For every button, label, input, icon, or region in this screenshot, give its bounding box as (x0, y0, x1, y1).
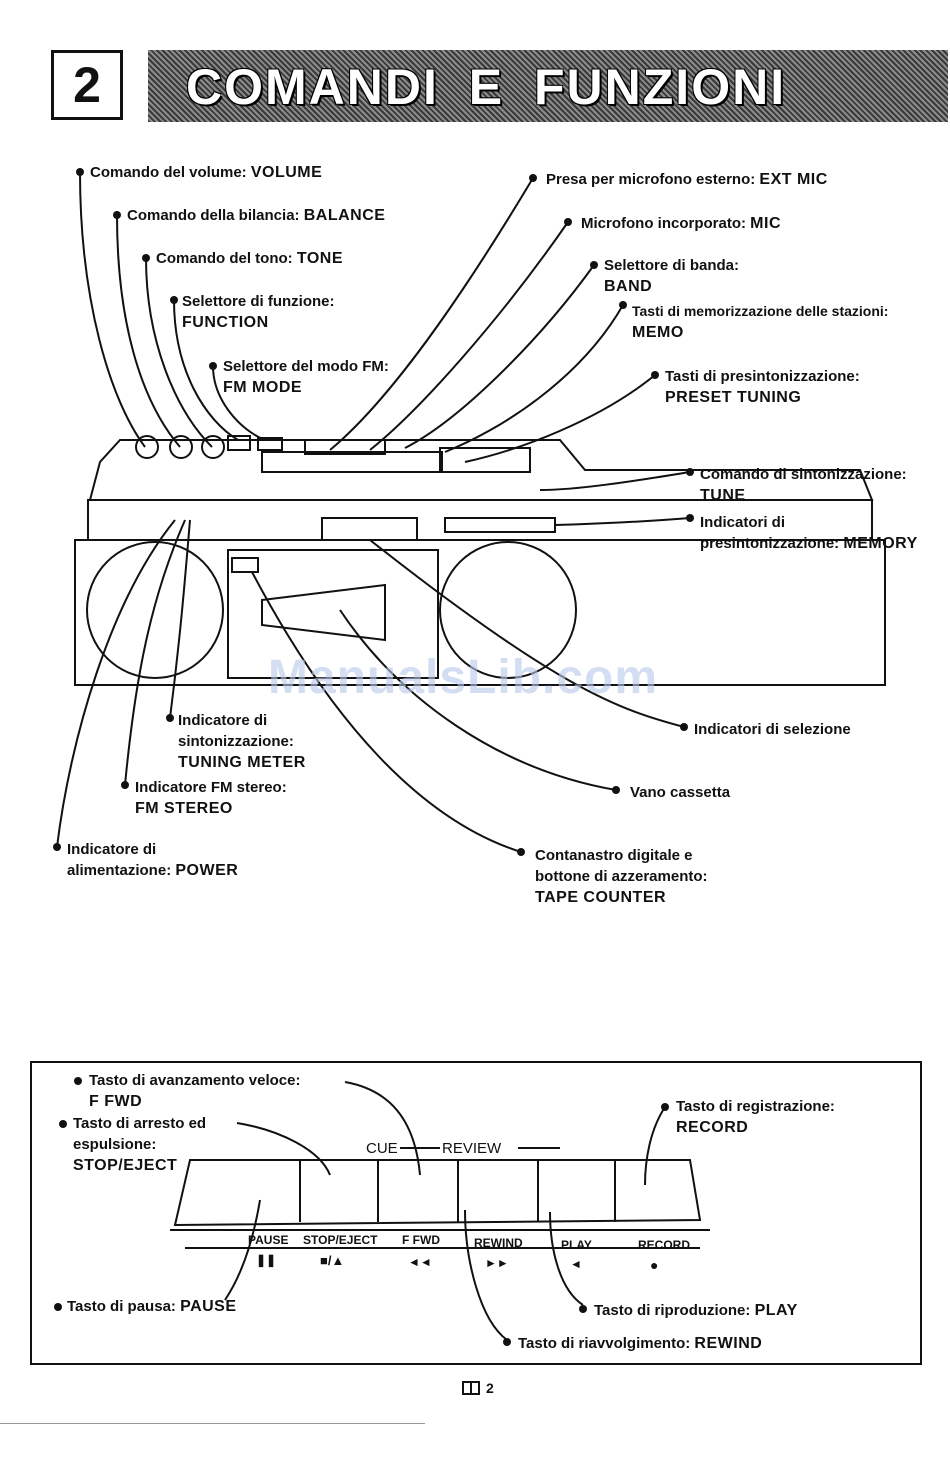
marker-dot (209, 362, 217, 370)
label-function: Selettore di funzione: FUNCTION (182, 293, 335, 331)
marker-dot (170, 296, 178, 304)
marker-dot (680, 723, 688, 731)
label-tone: Comando del tono: TONE (156, 250, 343, 267)
marker-dot (579, 1305, 587, 1313)
marker-dot (590, 261, 598, 269)
marker-dot (564, 218, 572, 226)
label-mic: Microfono incorporato: MIC (581, 215, 781, 232)
label-rewind: Tasto di riavvolgimento: REWIND (518, 1335, 763, 1352)
label-preset-tuning: Tasti di presintonizzazione: PRESET TUNI… (665, 368, 860, 406)
label-pause: Tasto di pausa: PAUSE (67, 1298, 237, 1315)
marker-dot (686, 468, 694, 476)
key-label-play: PLAY (561, 1238, 592, 1252)
marker-dot (661, 1103, 669, 1111)
label-volume: Comando del volume: VOLUME (90, 164, 323, 181)
section-number: 2 (51, 50, 123, 120)
label-tune: Comando di sintonizzazione: TUNE (700, 466, 907, 504)
marker-dot (59, 1120, 67, 1128)
label-record: Tasto di registrazione: RECORD (676, 1098, 835, 1136)
pause-icon: ❚❚ (256, 1253, 277, 1267)
marker-dot (76, 168, 84, 176)
marker-dot (612, 786, 620, 794)
cue-label: CUE (366, 1140, 398, 1157)
label-fm-mode: Selettore del modo FM: FM MODE (223, 358, 389, 396)
divider (0, 1423, 425, 1424)
marker-dot (503, 1338, 511, 1346)
label-tuning-meter: Indicatore di sintonizzazione: TUNING ME… (178, 712, 306, 771)
label-balance: Comando della bilancia: BALANCE (127, 207, 386, 224)
marker-dot (651, 371, 659, 379)
label-tape-counter: Contanastro digitale e bottone di azzera… (535, 847, 708, 906)
radio-main-body (74, 539, 886, 686)
marker-dot (121, 781, 129, 789)
key-label-record: RECORD (638, 1238, 691, 1252)
cassette-window (261, 583, 386, 642)
keys-panel-frame (30, 1061, 922, 1365)
left-speaker (86, 541, 224, 679)
page-number: 2 (462, 1380, 494, 1396)
key-label-pause: PAUSE (248, 1233, 289, 1247)
label-ffwd: Tasto di avanzamento veloce: F FWD (89, 1072, 301, 1110)
fm-mode-switch (257, 437, 283, 451)
label-ext-mic: Presa per microfono esterno: EXT MIC (546, 171, 828, 188)
marker-dot (686, 514, 694, 522)
watermark: ManualsLib.com (268, 651, 659, 704)
label-band: Selettore di banda: BAND (604, 257, 740, 295)
tape-counter (231, 557, 259, 573)
marker-dot (53, 843, 61, 851)
keys-drawing (170, 1081, 710, 1341)
marker-dot (113, 211, 121, 219)
key-label-stop-eject: STOP/EJECT (303, 1233, 378, 1247)
label-cassette: Vano cassetta (630, 784, 731, 801)
cassette-compartment (227, 549, 439, 679)
play-icon: ◄ (570, 1257, 582, 1271)
marker-dot (529, 174, 537, 182)
label-power: Indicatore di alimentazione: POWER (67, 841, 239, 879)
marker-dot (517, 848, 525, 856)
record-icon: ● (650, 1257, 659, 1273)
right-speaker (439, 541, 577, 679)
tone-knob (201, 435, 225, 459)
label-memory: Indicatori di presintonizzazione: MEMORY (700, 514, 918, 552)
selection-indicators (321, 517, 418, 541)
tuning-display (439, 447, 531, 473)
memory-indicators (444, 517, 556, 533)
marker-dot (619, 301, 627, 309)
label-fm-stereo: Indicatore FM stereo: FM STEREO (135, 779, 287, 817)
marker-dot (166, 714, 174, 722)
book-icon (462, 1381, 480, 1395)
volume-knob (135, 435, 159, 459)
fast-forward-icon: ◄◄ (408, 1255, 432, 1269)
balance-knob (169, 435, 193, 459)
marker-dot (74, 1077, 82, 1085)
function-switch (227, 435, 251, 451)
key-label-ffwd: F FWD (402, 1233, 440, 1247)
top-keys (261, 451, 443, 473)
marker-dot (54, 1303, 62, 1311)
label-stop-eject: Tasto di arresto ed espulsione: STOP/EJE… (73, 1115, 207, 1174)
marker-dot (142, 254, 150, 262)
page-title: COMANDI E FUNZIONI (186, 59, 787, 115)
stop-eject-icon: ■/▲ (320, 1253, 345, 1268)
label-play: Tasto di riproduzione: PLAY (594, 1302, 798, 1319)
label-memo: Tasti di memorizzazione delle stazioni: … (632, 303, 889, 341)
review-label: REVIEW (442, 1140, 502, 1157)
mic-grille (304, 439, 386, 455)
key-label-rewind: REWIND (474, 1236, 523, 1250)
rewind-icon: ►► (485, 1256, 509, 1270)
label-selection: Indicatori di selezione (694, 721, 851, 738)
radio-top-panel (88, 439, 874, 501)
title-bar: COMANDI E FUNZIONI (148, 50, 948, 122)
